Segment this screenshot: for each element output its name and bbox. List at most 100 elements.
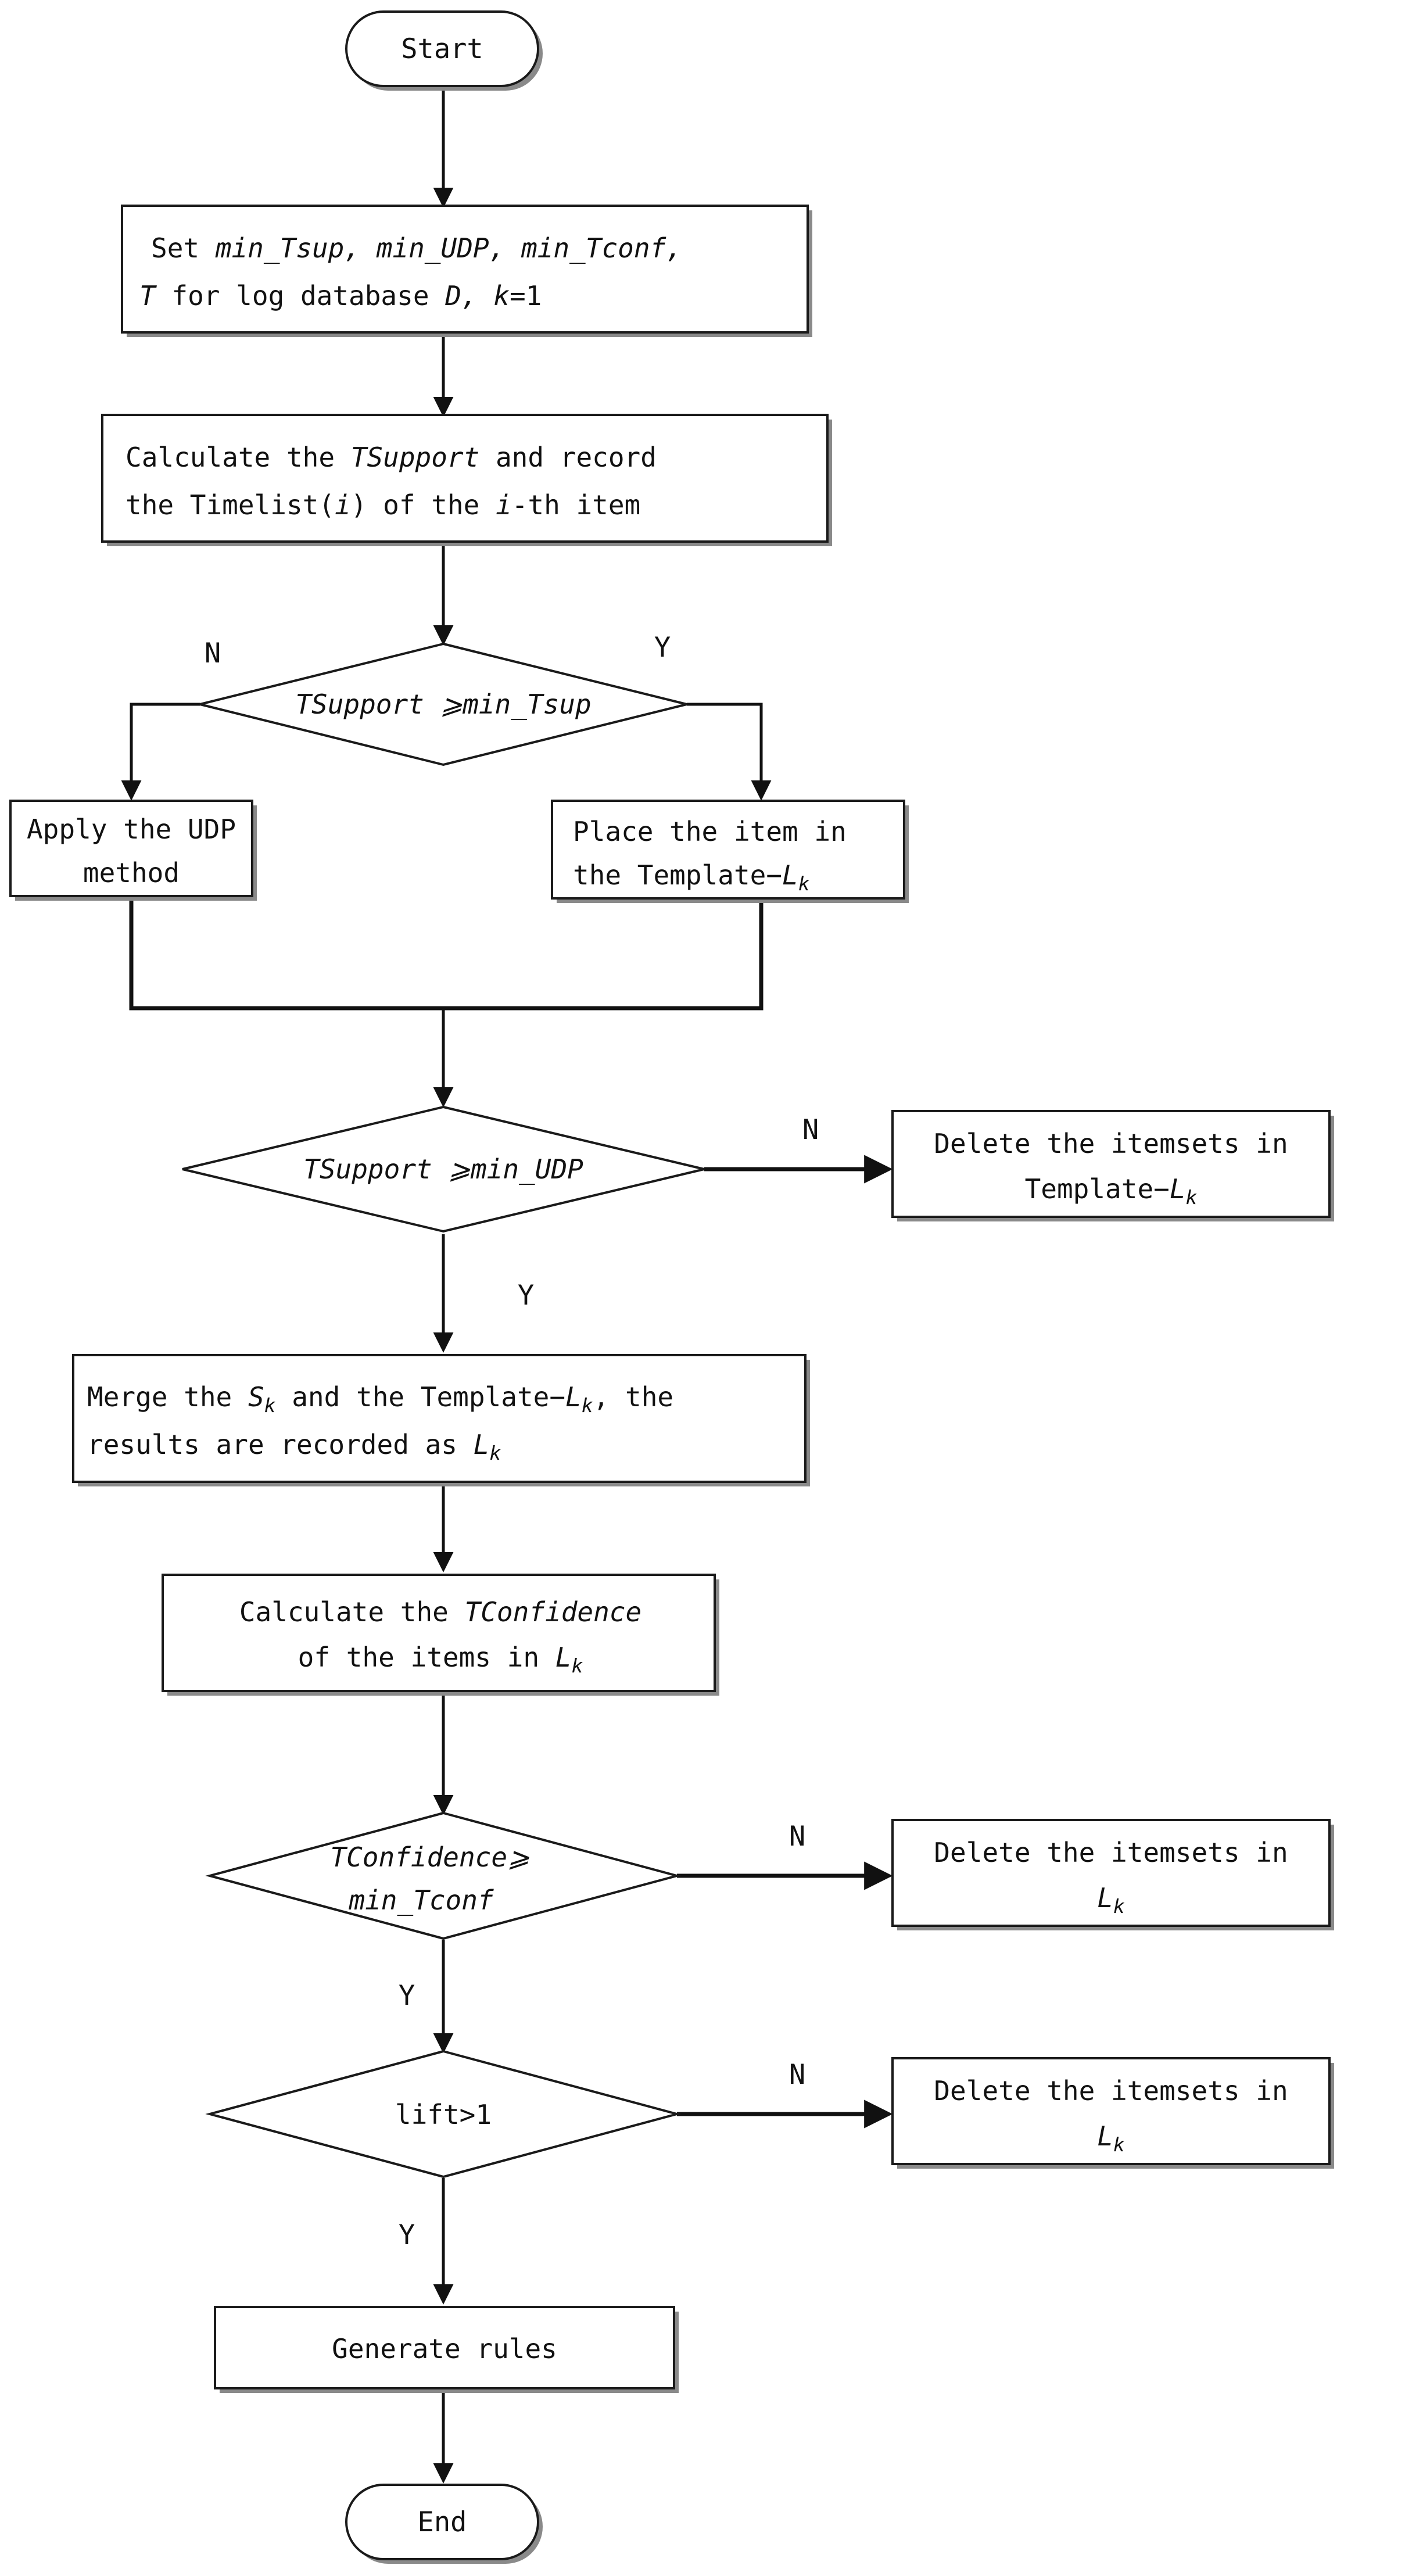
node-start[interactable]: Start <box>345 10 543 91</box>
node-calc-tconfidence[interactable]: Calculate the TConfidence of the items i… <box>162 1574 719 1696</box>
calc-tsupport-line1-a: Calculate the <box>126 442 351 473</box>
place-item-line2: the Template−Lk <box>573 859 810 895</box>
decide-tconfidence-line1-a: TConfidence <box>330 1841 507 1873</box>
apply-udp-line2: method <box>83 857 180 888</box>
merge-sk-line1-g: , the <box>593 1381 673 1413</box>
delete-template-line2-c: k <box>1186 1186 1198 1209</box>
edge-label-tconf-yes: Y <box>399 1980 415 2012</box>
delete-template-line2-b: L <box>1170 1173 1186 1205</box>
place-item-line2-c: k <box>798 872 810 895</box>
calc-tsupport-line2-e: -th item <box>512 489 641 521</box>
decide-lift-label: lift>1 <box>395 2099 492 2130</box>
start-label: Start <box>401 33 483 65</box>
calc-tconfidence-line2-c: k <box>571 1654 583 1677</box>
node-delete-lk-1[interactable]: Delete the itemsets in Lk <box>891 1819 1334 1930</box>
node-end[interactable]: End <box>345 2484 543 2564</box>
node-set-params[interactable]: Set min_Tsup, min_UDP, min_Tconf, T for … <box>121 205 812 337</box>
decide-tsupport-tsup-c: min_Tsup <box>462 689 592 720</box>
node-decide-tsupport-udp[interactable]: TSupport ⩾min_UDP <box>182 1105 705 1233</box>
merge-sk-line1-b: S <box>248 1381 264 1413</box>
node-decide-tconfidence[interactable]: TConfidence⩾ min_Tconf <box>205 1811 682 1940</box>
delete-lk-2-line2-a: L <box>1097 2120 1113 2152</box>
delete-lk-2-line2: Lk <box>1097 2120 1125 2156</box>
set-params-line2: T for log database D, k=1 <box>139 280 542 311</box>
delete-lk-2-line2-b: k <box>1113 2133 1125 2156</box>
node-generate-rules[interactable]: Generate rules <box>214 2306 679 2393</box>
node-merge-sk[interactable]: Merge the Sk and the Template−Lk, the re… <box>72 1354 810 1486</box>
decide-tsupport-tsup-a: TSupport <box>295 689 424 720</box>
edge-label-tsupport-no: N <box>205 637 221 669</box>
edge-label-udp-yes: Y <box>518 1280 534 1312</box>
delete-lk-1-line2: Lk <box>1097 1882 1125 1918</box>
node-delete-lk-2[interactable]: Delete the itemsets in Lk <box>891 2057 1334 2169</box>
node-place-item[interactable]: Place the item in the Template−Lk <box>551 800 909 903</box>
apply-udp-line1: Apply the UDP <box>27 814 236 845</box>
calc-tconfidence-line1-b: TConfidence <box>465 1596 642 1628</box>
set-params-shape <box>121 205 809 334</box>
edge-applyudp-to-junction <box>129 897 443 1011</box>
edge-placeitem-to-junction <box>443 900 764 1011</box>
generate-rules-label: Generate rules <box>332 2333 557 2364</box>
edge-decide1-no <box>121 703 200 801</box>
merge-sk-line2-b: L <box>474 1429 490 1460</box>
decide-tsupport-udp-a: TSupport <box>303 1153 432 1185</box>
decide-tconfidence-shape <box>205 1811 682 1940</box>
set-params-line1-b: min_Tsup, min_UDP, min_Tconf, <box>215 232 682 264</box>
edge-label-tconf-no: N <box>789 1821 805 1853</box>
generate-rules-shape <box>214 2306 675 2389</box>
calc-tsupport-line1: Calculate the TSupport and record <box>126 442 657 473</box>
delete-lk-1-line1: Delete the itemsets in <box>934 1837 1288 1868</box>
edge-label-lift-no: N <box>789 2059 805 2091</box>
calc-tconfidence-line1: Calculate the TConfidence <box>239 1596 641 1628</box>
decide-tsupport-tsup-shape <box>199 642 687 766</box>
delete-lk-1-line2-b: k <box>1113 1895 1125 1918</box>
calc-tconfidence-line2-a: of the items in <box>298 1642 555 1673</box>
start-shape <box>345 10 539 87</box>
node-decide-tsupport-tsup[interactable]: TSupport ⩾min_Tsup <box>199 642 687 766</box>
merge-sk-line2-a: results are recorded as <box>87 1429 474 1460</box>
calc-tsupport-line2-d: i <box>496 489 512 521</box>
delete-lk-1-line2-a: L <box>1097 1882 1113 1914</box>
calc-tsupport-shape <box>101 414 829 543</box>
calc-tsupport-line2: the Timelist(i) of the i-th item <box>126 489 640 521</box>
calc-tsupport-line2-b: i <box>335 489 351 521</box>
merge-sk-line1: Merge the Sk and the Template−Lk, the <box>87 1381 673 1417</box>
place-item-shape <box>551 800 905 900</box>
set-params-line2-c: D, k <box>445 280 510 311</box>
decide-tconfidence-line2: min_Tconf <box>348 1884 494 1916</box>
place-item-line2-b: L <box>782 859 798 891</box>
delete-template-line1: Delete the itemsets in <box>934 1128 1288 1159</box>
delete-lk-2-shape <box>891 2057 1331 2165</box>
delete-template-shape <box>891 1110 1331 1218</box>
merge-sk-line1-f: k <box>582 1394 593 1417</box>
calc-tconfidence-shape <box>162 1574 716 1692</box>
calc-tsupport-line1-c: and record <box>479 442 657 473</box>
decide-lift-shape <box>205 2050 682 2179</box>
node-delete-template[interactable]: Delete the itemsets in Template−Lk <box>891 1110 1334 1221</box>
merge-sk-line1-e: L <box>565 1381 582 1413</box>
calc-tsupport-line2-a: the Timelist( <box>126 489 335 521</box>
merge-sk-line1-d: and the Template− <box>276 1381 566 1413</box>
edge-label-udp-no: N <box>802 1114 819 1146</box>
calc-tconfidence-line2-b: L <box>555 1642 572 1673</box>
set-params-line2-b: for log database <box>156 280 446 311</box>
node-calc-tsupport[interactable]: Calculate the TSupport and record the Ti… <box>101 414 832 546</box>
node-apply-udp[interactable]: Apply the UDP method <box>9 800 257 901</box>
merge-sk-line2: results are recorded as Lk <box>87 1429 501 1464</box>
decide-tsupport-udp-label: TSupport ⩾min_UDP <box>303 1153 583 1185</box>
calc-tconfidence-line1-a: Calculate the <box>239 1596 465 1628</box>
set-params-line2-d: =1 <box>510 280 542 311</box>
merge-sk-line2-c: k <box>489 1442 501 1464</box>
place-item-line1: Place the item in <box>573 816 847 847</box>
decide-tsupport-tsup-b: ⩾ <box>424 689 463 720</box>
edge-decide1-yes <box>687 703 772 801</box>
decide-tsupport-udp-shape <box>182 1105 705 1233</box>
decide-tsupport-tsup-label: TSupport ⩾min_Tsup <box>295 689 591 720</box>
decide-tconfidence-line1: TConfidence⩾ <box>330 1841 529 1873</box>
edges-group <box>121 88 893 2484</box>
node-decide-lift[interactable]: lift>1 <box>205 2050 682 2179</box>
set-params-line1: Set min_Tsup, min_UDP, min_Tconf, <box>151 232 682 264</box>
end-shape <box>345 2484 539 2560</box>
